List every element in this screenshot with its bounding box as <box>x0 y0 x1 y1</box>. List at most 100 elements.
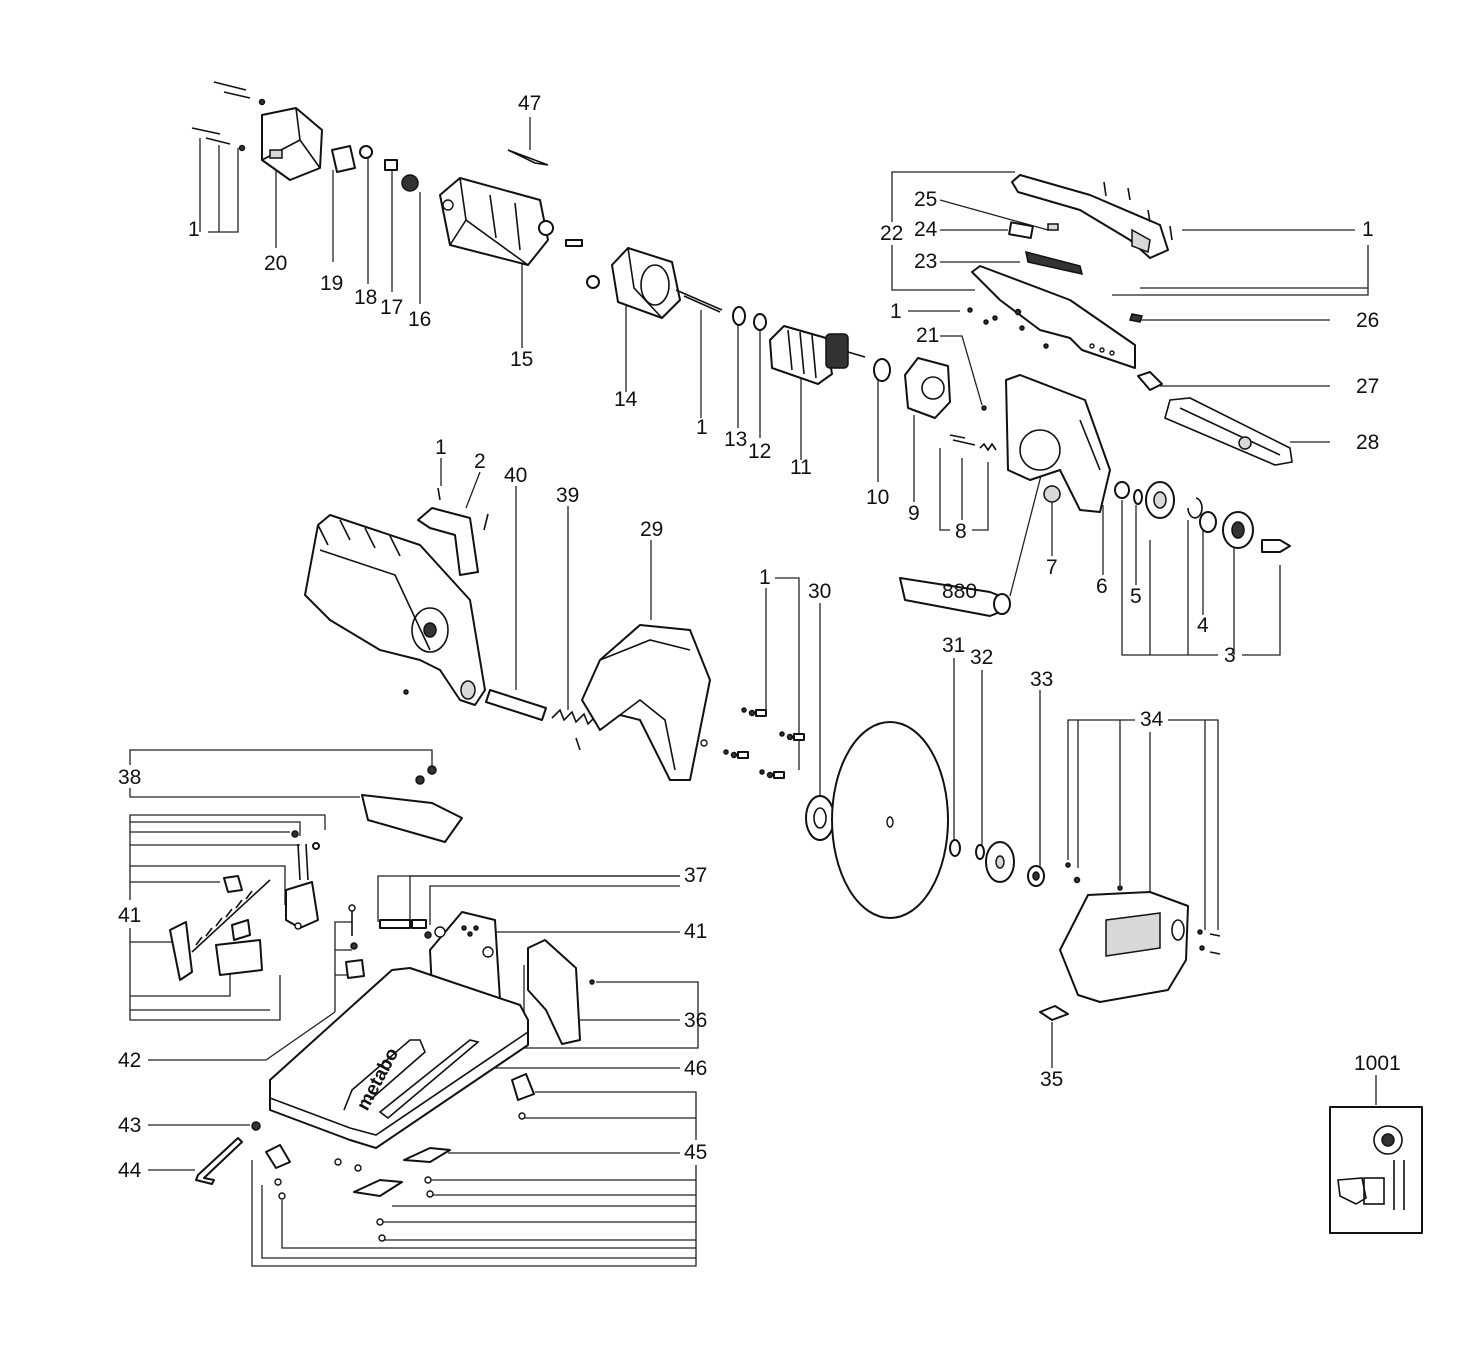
label-12: 12 <box>748 440 771 463</box>
screw-icon <box>565 239 583 247</box>
label-34: 34 <box>1140 708 1164 731</box>
label-1-small: 1 <box>890 300 902 323</box>
grease-tube-icon <box>899 577 1011 617</box>
label-31: 31 <box>942 634 965 657</box>
motor-housing-icon <box>439 177 549 266</box>
motor-cap-icon <box>261 107 323 181</box>
label-4: 4 <box>1197 614 1209 637</box>
ring-5-icon <box>1133 489 1143 505</box>
label-26: 26 <box>1356 309 1379 332</box>
label-40: 40 <box>504 464 527 487</box>
label-7: 7 <box>1046 556 1058 579</box>
armature-icon <box>769 325 866 385</box>
label-24: 24 <box>914 218 938 241</box>
stator-icon <box>611 247 681 319</box>
part-24-icon <box>1008 221 1034 239</box>
pin-21-icon <box>981 405 987 411</box>
label-41-left: 41 <box>118 904 141 927</box>
part-23-icon <box>1025 250 1084 275</box>
label-38: 38 <box>118 766 141 789</box>
flange-icon <box>1145 481 1175 519</box>
label-37: 37 <box>684 864 707 887</box>
label-39: 39 <box>556 484 579 507</box>
handle-2-icon <box>417 507 479 576</box>
cutting-disc-icon <box>831 721 949 919</box>
label-47: 47 <box>518 92 541 115</box>
label-1-top-left: 1 <box>188 218 200 241</box>
label-43: 43 <box>118 1114 141 1137</box>
label-36: 36 <box>684 1009 707 1032</box>
bearing-13-icon <box>732 306 746 326</box>
label-22: 22 <box>880 222 903 245</box>
screw-17-icon <box>384 159 398 171</box>
screw-42-icon <box>345 904 365 979</box>
label-32: 32 <box>970 646 993 669</box>
label-28: 28 <box>1356 431 1379 454</box>
clip-35-icon <box>1039 1005 1069 1021</box>
saw-head-assembly-icon <box>304 514 486 706</box>
bearing-10-icon <box>873 358 891 382</box>
label-21: 21 <box>916 324 939 347</box>
label-3: 3 <box>1224 644 1236 667</box>
label-2: 2 <box>474 450 486 473</box>
handle-base-icon <box>971 265 1136 369</box>
spring-8-icon <box>979 442 997 452</box>
lower-guard-icon <box>1059 862 1221 1003</box>
pin-8-icon <box>949 434 966 439</box>
bushing-icon <box>538 220 554 236</box>
bracket-38-icon <box>361 765 463 843</box>
label-44: 44 <box>118 1159 142 1182</box>
washer-6-icon <box>1114 481 1130 499</box>
label-1001: 1001 <box>1354 1052 1401 1075</box>
part-25-icon <box>1047 223 1059 231</box>
bearing-16-icon <box>401 174 419 192</box>
label-1-right: 1 <box>1362 218 1374 241</box>
blade-guard-icon <box>581 624 711 781</box>
gear-housing-9-icon <box>904 357 951 419</box>
label-6: 6 <box>1096 575 1108 598</box>
label-9: 9 <box>908 502 920 525</box>
label-42: 42 <box>118 1049 141 1072</box>
label-45: 45 <box>684 1141 707 1164</box>
circlip-icon <box>1187 497 1203 519</box>
carry-handle-28-icon <box>1164 397 1293 466</box>
label-29: 29 <box>640 518 663 541</box>
nut-43-icon <box>251 1121 261 1131</box>
base-plate-icon: metabo <box>269 967 529 1149</box>
label-46: 46 <box>684 1057 707 1080</box>
label-19: 19 <box>320 272 343 295</box>
label-20: 20 <box>264 252 287 275</box>
spring-tube-40-icon <box>485 689 547 721</box>
washer-12-icon <box>753 313 767 331</box>
washer-32-icon <box>975 844 985 860</box>
washer-31-icon <box>949 839 961 857</box>
label-35: 35 <box>1040 1068 1063 1091</box>
label-27: 27 <box>1356 375 1379 398</box>
flange-33-icon <box>985 841 1015 883</box>
label-41-right: 41 <box>684 920 707 943</box>
long-screw-icon <box>675 289 723 311</box>
screw-set-icon <box>723 707 805 779</box>
label-1-mid: 1 <box>696 416 708 439</box>
brush-plate-icon <box>331 145 356 173</box>
label-15: 15 <box>510 348 533 371</box>
key-47-icon <box>507 149 549 166</box>
nut-33-icon <box>1027 865 1045 887</box>
label-30: 30 <box>808 580 831 603</box>
label-13: 13 <box>724 428 747 451</box>
label-11: 11 <box>790 456 812 479</box>
screws-top-left <box>191 81 266 152</box>
label-1-a: 1 <box>435 436 447 459</box>
handle-cover-22-icon <box>1011 174 1169 259</box>
label-33: 33 <box>1030 668 1053 691</box>
label-23: 23 <box>914 250 937 273</box>
inset-detail-icon <box>1329 1106 1423 1234</box>
washer-icon <box>586 275 600 289</box>
chip-deflector-icon <box>527 939 595 1045</box>
label-17: 17 <box>380 296 403 319</box>
label-8: 8 <box>955 520 967 543</box>
spindle-bolt-icon <box>1261 539 1291 553</box>
gear-housing-7-icon <box>1005 374 1111 513</box>
hex-key-icon <box>195 1137 243 1185</box>
